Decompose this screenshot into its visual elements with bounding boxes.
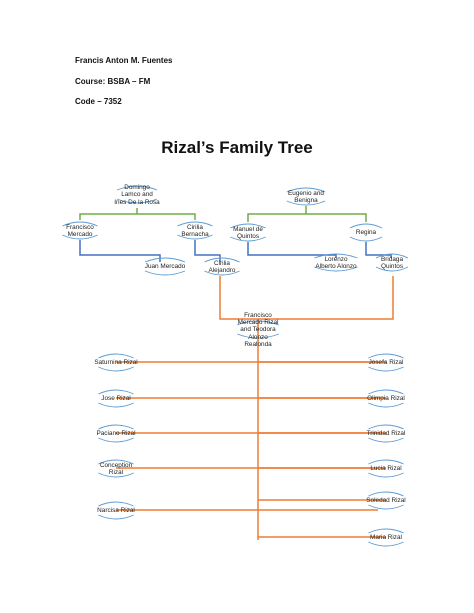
child-right-0-node-top-arc <box>368 353 404 359</box>
grandparents-link-father-side <box>79 213 196 220</box>
child-left-1-node-bottom-arc <box>98 402 134 408</box>
child-right-1-node-top-arc <box>368 389 404 395</box>
parents-label: Francisco Mercado Rizal and Teodora Alon… <box>237 311 279 349</box>
cirilia-bernacha-label: Cirilia Bernacha <box>181 223 209 238</box>
mercado-branch-line <box>79 240 161 262</box>
child-left-0-label: Saturnina Rizal <box>94 359 138 367</box>
cirilia-bernacha-node-bottom-arc <box>177 234 213 240</box>
bridaga-node-bottom-arc <box>375 266 409 272</box>
child-right-0-node-bottom-arc <box>368 366 404 372</box>
francisco-mercado-node-bottom-arc <box>62 234 98 240</box>
lorenzo-label: Lorenzo Alberto Alonzo <box>315 255 357 270</box>
domingo-node-bottom-arc <box>116 198 158 204</box>
child-left-3-label: Conception Rizal <box>99 461 133 476</box>
child-right-1-node-bottom-arc <box>368 402 404 408</box>
manuel-label: Manuel de Quintos <box>233 225 263 240</box>
child-left-1-label: Jose Rizal <box>101 395 131 403</box>
child-left-3-node-bottom-arc <box>98 472 134 478</box>
child-right-4-node-top-arc <box>368 491 404 497</box>
bridaga-label: Bridaga Quintos <box>380 255 404 270</box>
eugenio-node-bottom-arc <box>286 200 326 206</box>
juan-mercado-label: Juan Mercado <box>144 263 186 271</box>
regina-node-bottom-arc <box>349 236 383 242</box>
francisco-mercado-node-top-arc <box>62 221 98 227</box>
parents-link <box>219 276 394 320</box>
cirilia-alejandro-node-top-arc <box>204 257 240 263</box>
child-left-0-node-top-arc <box>98 353 134 359</box>
child-left-2-label: Paciano Rizal <box>96 430 136 438</box>
child-right-2-label: Trinidad Rizal <box>366 430 406 438</box>
parents-node-bottom-arc <box>237 333 279 339</box>
child-left-0-node-bottom-arc <box>98 366 134 372</box>
child-right-5-label: Maria Rizal <box>370 534 402 542</box>
juan-mercado-node-bottom-arc <box>144 270 186 276</box>
diagram-title: Rizal’s Family Tree <box>161 138 313 157</box>
lorenzo-node-top-arc <box>314 253 358 259</box>
child-right-5-node-top-arc <box>368 528 404 534</box>
child-left-2-node-bottom-arc <box>98 437 134 443</box>
child-right-5-node-bottom-arc <box>368 541 404 547</box>
grandparents-link-mother-side <box>247 213 367 222</box>
regina-node-top-arc <box>349 223 383 229</box>
child-left-2-node-top-arc <box>98 424 134 430</box>
child-left-1-node-top-arc <box>98 389 134 395</box>
domingo-node-top-arc <box>116 185 158 191</box>
code-line: Code – 7352 <box>75 97 122 106</box>
cirilia-bernacha-node-top-arc <box>177 221 213 227</box>
child-left-3-node-top-arc <box>98 459 134 465</box>
child-left-4-node-top-arc <box>98 501 134 507</box>
child-right-1-label: Olimpia Rizal <box>367 395 405 403</box>
child-right-0-label: Josefa Rizal <box>368 359 404 367</box>
child-left-4-label: Narcisa Rizal <box>97 507 135 515</box>
bridaga-node-top-arc <box>375 253 409 259</box>
child-right-4-label: Soledad Rizal <box>366 497 406 505</box>
child-right-2-node-top-arc <box>368 424 404 430</box>
course-line: Course: BSBA – FM <box>75 77 151 86</box>
juan-mercado-node-top-arc <box>144 257 186 263</box>
quintos-branch-line <box>247 242 337 258</box>
lorenzo-node-bottom-arc <box>314 266 358 272</box>
eugenio-node-top-arc <box>286 187 326 193</box>
manuel-node-bottom-arc <box>230 236 266 242</box>
child-left-4-node-bottom-arc <box>98 514 134 520</box>
francisco-mercado-label: Francisco Mercado <box>66 223 94 238</box>
child-right-4-node-bottom-arc <box>368 504 404 510</box>
cirilia-alejandro-node-bottom-arc <box>204 270 240 276</box>
child-right-3-node-bottom-arc <box>368 472 404 478</box>
regina-branch-line <box>365 242 392 258</box>
child-right-3-label: Lucia Rizal <box>370 465 402 473</box>
regina-label: Regina <box>355 229 377 237</box>
eugenio-label: Eugenio and Benigna <box>288 189 324 204</box>
author-name: Francis Anton M. Fuentes <box>75 56 173 65</box>
child-right-2-node-bottom-arc <box>368 437 404 443</box>
manuel-node-top-arc <box>230 223 266 229</box>
cirilia-alejandro-label: Cirilia Alejandro <box>208 259 236 274</box>
parents-node-top-arc <box>237 320 279 326</box>
child-right-3-node-top-arc <box>368 459 404 465</box>
domingo-label: Domingo Lamco and Ines De la Rosa <box>114 183 160 206</box>
